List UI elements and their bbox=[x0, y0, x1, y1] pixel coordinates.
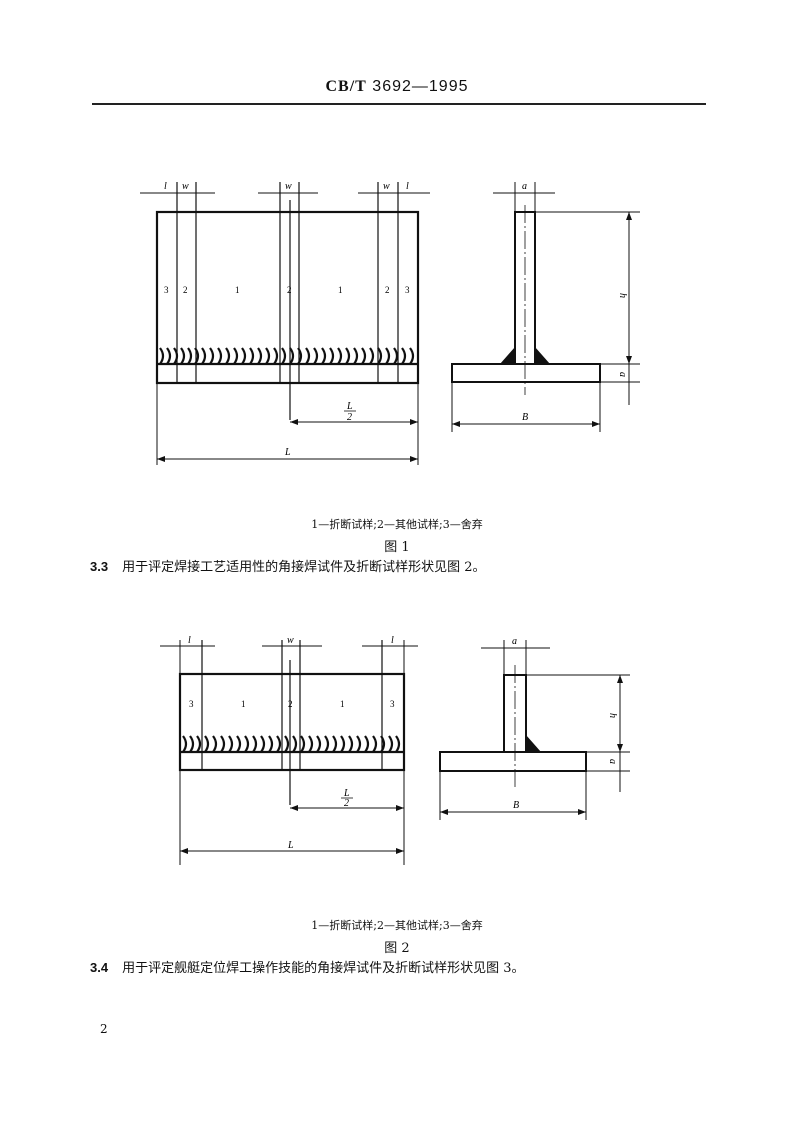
section-3-3-number: 3.3 bbox=[90, 559, 109, 574]
header-divider bbox=[92, 103, 706, 105]
fig1-zone-3-left: 3 bbox=[164, 285, 169, 295]
fig2-zone-2-center: 2 bbox=[288, 699, 293, 709]
standard-code: CB/T 3692—1995 bbox=[0, 78, 794, 96]
fig2-dim-h: h bbox=[607, 713, 618, 718]
figure-1-title: 图 1 bbox=[384, 540, 410, 555]
fig1-dim-w-left: w bbox=[182, 181, 189, 192]
fig1-dim-a-top: a bbox=[522, 181, 527, 192]
standard-prefix: CB/T bbox=[325, 78, 367, 95]
fig2-dim-half-L-den: 2 bbox=[344, 798, 349, 809]
standard-number: 3692—1995 bbox=[372, 78, 469, 95]
fig1-dim-a-side: a bbox=[617, 372, 628, 377]
section-3-4-number: 3.4 bbox=[90, 960, 109, 975]
figure-1-drawing: l w w w l 3 2 1 2 1 2 3 L 2 L a h a B bbox=[140, 181, 640, 465]
fig1-dim-half-L-num: L bbox=[346, 401, 353, 412]
fig1-dim-w-center: w bbox=[285, 181, 292, 192]
fig2-zone-3-right: 3 bbox=[390, 699, 395, 709]
fig2-dim-half-L-num: L bbox=[343, 788, 350, 799]
fig1-zone-1-left: 1 bbox=[235, 285, 240, 295]
section-3-4: 3.4 用于评定舰艇定位焊工操作技能的角接焊试件及折断试样形状见图 3。 bbox=[90, 957, 524, 976]
fig1-zone-3-right: 3 bbox=[405, 285, 410, 295]
fig1-dim-l-left: l bbox=[164, 181, 167, 192]
fig2-zone-1-left: 1 bbox=[241, 699, 246, 709]
fig1-fillet-weld-right bbox=[535, 347, 550, 364]
fig1-zone-2-left: 2 bbox=[183, 285, 188, 295]
fig2-weld-bead bbox=[182, 735, 401, 753]
fig2-zone-3-left: 3 bbox=[189, 699, 194, 709]
figure-2-legend: 1—折断试样;2—其他试样;3—舍弃 bbox=[311, 919, 483, 932]
fig1-dim-h: h bbox=[617, 293, 628, 298]
fig1-weld-bead bbox=[159, 347, 415, 365]
fig2-zone-1-right: 1 bbox=[340, 699, 345, 709]
page-number: 2 bbox=[100, 1022, 108, 1036]
fig1-zone-2-center: 2 bbox=[287, 285, 292, 295]
fig2-dim-a-side: a bbox=[607, 759, 618, 764]
fig1-dim-l-right: l bbox=[406, 181, 409, 192]
fig1-plate-outline bbox=[155, 210, 420, 385]
figure-2-title: 图 2 bbox=[384, 941, 410, 956]
fig2-fillet-weld bbox=[526, 735, 541, 752]
fig1-zone-1-right: 1 bbox=[338, 285, 343, 295]
fig2-dim-B: B bbox=[513, 800, 519, 811]
fig1-dim-B: B bbox=[522, 412, 528, 423]
fig1-dim-half-L-den: 2 bbox=[347, 412, 352, 423]
fig1-zone-2-right: 2 bbox=[385, 285, 390, 295]
fig2-dim-a-top: a bbox=[512, 636, 517, 647]
section-3-3-text: 用于评定焊接工艺适用性的角接焊试件及折断试样形状见图 2。 bbox=[122, 560, 486, 575]
fig1-fillet-weld-left bbox=[500, 347, 515, 364]
fig2-dim-w-center: w bbox=[287, 635, 294, 646]
fig2-dim-l-right: l bbox=[391, 635, 394, 646]
fig1-dim-w-right: w bbox=[383, 181, 390, 192]
fig2-dim-l-left: l bbox=[188, 635, 191, 646]
figure-1-legend: 1—折断试样;2—其他试样;3—舍弃 bbox=[311, 518, 483, 531]
fig1-dim-L: L bbox=[284, 447, 291, 458]
fig2-dim-L: L bbox=[287, 840, 294, 851]
section-3-4-text: 用于评定舰艇定位焊工操作技能的角接焊试件及折断试样形状见图 3。 bbox=[122, 961, 525, 976]
section-3-3: 3.3 用于评定焊接工艺适用性的角接焊试件及折断试样形状见图 2。 bbox=[90, 556, 485, 575]
